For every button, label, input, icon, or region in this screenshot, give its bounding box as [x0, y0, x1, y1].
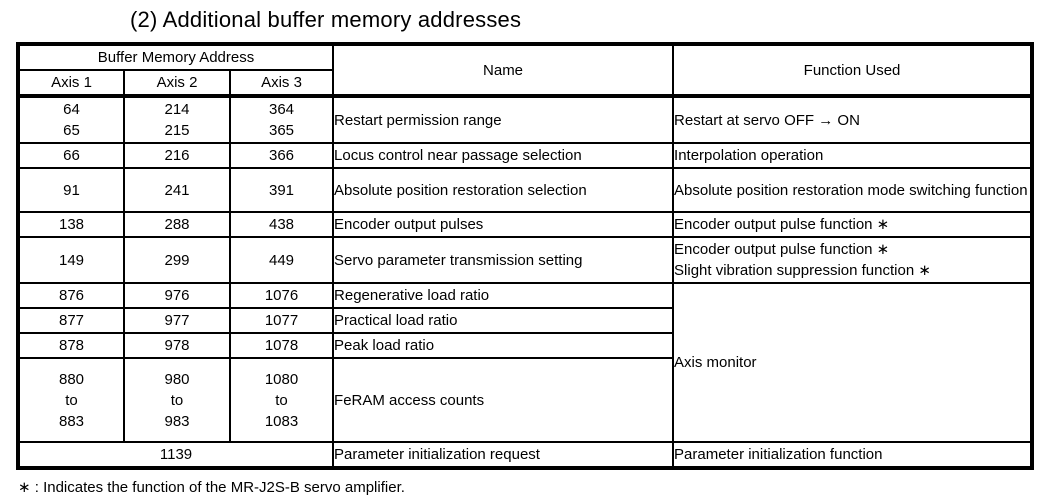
asterisk-footnote: ∗ : Indicates the function of the MR-J2S…	[18, 479, 405, 496]
table-row: 91 241 391 Absolute position restoration…	[17, 167, 1034, 213]
cell-axis3-address: 1076	[228, 282, 335, 309]
table-row: 878 978 1078 Peak load ratio	[17, 332, 1032, 359]
cell-name: Restart permission range	[332, 94, 675, 144]
cell-name: Practical load ratio	[332, 307, 675, 334]
cell-name: Peak load ratio	[332, 332, 675, 359]
table-row: 66 216 366 Locus control near passage se…	[17, 142, 1034, 169]
cell-axis1-address: 138	[17, 211, 125, 238]
cell-axis1-address: 149	[17, 236, 125, 284]
cell-axis1-address: 91	[17, 167, 125, 213]
cell-axis2-address: 978	[123, 332, 231, 359]
cell-axis3-address: 1078	[228, 332, 335, 359]
header-row-axes: Axis 1 Axis 2 Axis 3	[17, 69, 1032, 97]
cell-function-used: Restart at servo OFF → ON	[672, 94, 1034, 144]
header-row-group: Buffer Memory Address Name Function Used	[16, 43, 1034, 97]
page-title: (2) Additional buffer memory addresses	[130, 7, 522, 32]
cell-axis1-address: 878	[17, 332, 125, 359]
cell-axis3-address: 391	[228, 167, 335, 213]
column-header-axis3: Axis 3	[228, 69, 335, 97]
cell-name: Parameter initialization request	[332, 441, 675, 469]
table-row: 1139 Parameter initialization request Pa…	[16, 441, 1034, 469]
cell-axis2-address: 288	[123, 211, 231, 238]
column-header-axis2: Axis 2	[123, 69, 231, 97]
cell-function-used-axis-monitor: Axis monitor	[672, 282, 1034, 443]
cell-axis2-address: 299	[123, 236, 231, 284]
cell-function-used: Interpolation operation	[672, 142, 1034, 169]
table-row: 138 288 438 Encoder output pulses Encode…	[17, 211, 1034, 238]
cell-function-used: Encoder output pulse function ∗ Slight v…	[672, 236, 1034, 284]
cell-axis3-address: 449	[228, 236, 335, 284]
cell-axis2-address: 216	[123, 142, 231, 169]
cell-axis3-address: 364 365	[228, 94, 335, 144]
cell-function-used: Encoder output pulse function ∗	[672, 211, 1034, 238]
cell-name: Regenerative load ratio	[332, 282, 675, 309]
cell-name: FeRAM access counts	[332, 357, 675, 443]
cell-axis2-address: 976	[123, 282, 231, 309]
cell-address-all-axes: 1139	[16, 441, 335, 469]
cell-axis1-address: 877	[17, 307, 125, 334]
cell-function-used: Absolute position restoration mode switc…	[672, 167, 1034, 213]
table-row: 880 to 883 980 to 983 1080 to 1083 FeRAM…	[17, 357, 1032, 443]
cell-axis3-address: 1080 to 1083	[228, 357, 335, 443]
cell-function-used: Parameter initialization function	[672, 441, 1034, 469]
column-header-axis1: Axis 1	[17, 69, 125, 97]
cell-name: Locus control near passage selection	[332, 142, 675, 169]
cell-axis2-address: 214 215	[123, 94, 231, 144]
cell-axis3-address: 366	[228, 142, 335, 169]
cell-name: Encoder output pulses	[332, 211, 675, 238]
cell-axis1-address: 880 to 883	[17, 357, 125, 443]
cell-axis2-address: 977	[123, 307, 231, 334]
cell-name: Absolute position restoration selection	[332, 167, 675, 213]
cell-axis3-address: 438	[228, 211, 335, 238]
cell-axis1-address: 64 65	[17, 94, 125, 144]
table-row: 149 299 449 Servo parameter transmission…	[17, 236, 1034, 284]
table-row: 877 977 1077 Practical load ratio	[17, 307, 1032, 334]
cell-axis3-address: 1077	[228, 307, 335, 334]
column-header-buffer-memory-address: Buffer Memory Address	[16, 43, 335, 71]
cell-axis2-address: 241	[123, 167, 231, 213]
table-row: 64 65 214 215 364 365 Restart permission…	[17, 94, 1034, 144]
cell-axis2-address: 980 to 983	[123, 357, 231, 443]
cell-name: Servo parameter transmission setting	[332, 236, 675, 284]
column-header-function-used: Function Used	[672, 43, 1034, 97]
cell-axis1-address: 66	[17, 142, 125, 169]
table-row: 876 976 1076 Regenerative load ratio Axi…	[17, 282, 1034, 443]
column-header-name: Name	[332, 43, 675, 97]
cell-axis1-address: 876	[17, 282, 125, 309]
buffer-memory-address-table: Buffer Memory Address Name Function Used…	[16, 42, 1035, 470]
